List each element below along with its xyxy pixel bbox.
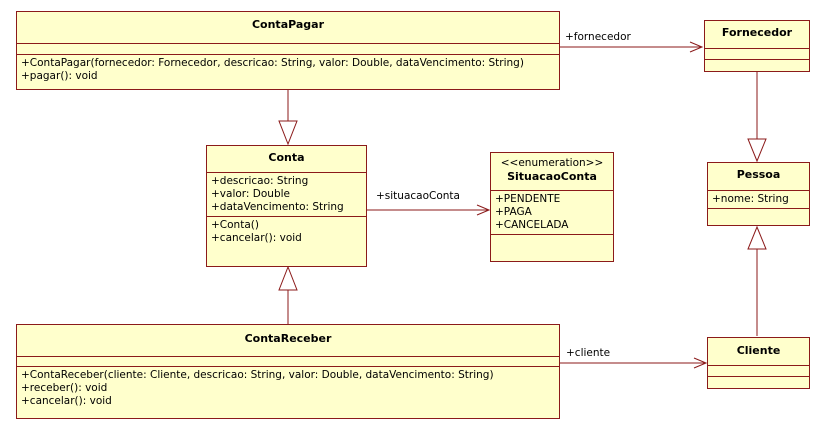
enum-literal-cancelada: +CANCELADA <box>495 219 569 231</box>
attribute-valor: +valor: Double <box>211 188 291 200</box>
enum-name-situacaoconta: SituacaoConta <box>507 170 597 183</box>
operation-cancelar-contareceber: +cancelar(): void <box>21 395 112 407</box>
operation-conta-constructor: +Conta() <box>211 219 259 231</box>
class-contapagar[interactable]: ContaPagar +ContaPagar(fornecedor: Forne… <box>16 11 560 90</box>
attribute-datavencimento: +dataVencimento: String <box>211 201 344 213</box>
class-pessoa[interactable]: Pessoa +nome: String <box>707 162 810 226</box>
enum-stereotype: <<enumeration>> <box>500 157 604 169</box>
operations-compartment-conta: +Conta() +cancelar(): void <box>207 217 366 247</box>
class-name-fornecedor: Fornecedor <box>705 21 809 49</box>
class-contareceber[interactable]: ContaReceber +ContaReceber(cliente: Clie… <box>16 324 560 419</box>
generalization-arrowhead-contareceber-conta <box>278 265 298 291</box>
attributes-compartment-conta: +descricao: String +valor: Double +dataV… <box>207 173 366 217</box>
attributes-compartment-contareceber <box>17 357 559 367</box>
operations-compartment-cliente <box>708 377 809 387</box>
association-label-situacaoconta: +situacaoConta <box>376 190 460 202</box>
enum-literal-paga: +PAGA <box>495 206 532 218</box>
generalization-arrowhead-fornecedor-pessoa <box>747 138 767 163</box>
attribute-nome: +nome: String <box>712 193 789 205</box>
association-label-cliente: +cliente <box>566 347 611 359</box>
operation-contareceber-constructor: +ContaReceber(cliente: Cliente, descrica… <box>21 369 494 381</box>
operations-compartment-contareceber: +ContaReceber(cliente: Cliente, descrica… <box>17 367 559 410</box>
attributes-compartment-fornecedor <box>705 49 809 60</box>
operations-compartment-pessoa <box>708 209 809 218</box>
attributes-compartment-cliente <box>708 366 809 377</box>
enum-literals-compartment: +PENDENTE +PAGA +CANCELADA <box>491 191 613 235</box>
class-fornecedor[interactable]: Fornecedor <box>704 20 810 72</box>
attribute-descricao: +descricao: String <box>211 175 309 187</box>
class-conta[interactable]: Conta +descricao: String +valor: Double … <box>206 145 367 267</box>
enum-situacaoconta[interactable]: <<enumeration>> SituacaoConta +PENDENTE … <box>490 152 614 262</box>
operations-compartment-contapagar: +ContaPagar(fornecedor: Fornecedor, desc… <box>17 55 559 85</box>
operation-pagar: +pagar(): void <box>21 70 98 82</box>
enum-operations-compartment <box>491 235 613 245</box>
attributes-compartment-contapagar <box>17 44 559 55</box>
association-arrowhead-fornecedor <box>689 41 704 53</box>
enum-header-situacaoconta: <<enumeration>> SituacaoConta <box>491 153 613 191</box>
class-name-pessoa: Pessoa <box>708 163 809 191</box>
generalization-arrowhead-cliente-pessoa <box>747 225 767 250</box>
operation-contapagar-constructor: +ContaPagar(fornecedor: Fornecedor, desc… <box>21 57 524 69</box>
operation-cancelar: +cancelar(): void <box>211 232 302 244</box>
generalization-arrowhead-contapagar-conta <box>278 120 298 146</box>
association-arrowhead-situacaoconta <box>476 204 491 216</box>
class-name-contareceber: ContaReceber <box>17 325 559 357</box>
class-name-contapagar: ContaPagar <box>17 12 559 44</box>
operation-receber: +receber(): void <box>21 382 108 394</box>
class-name-conta: Conta <box>207 146 366 173</box>
association-label-fornecedor: +fornecedor <box>565 31 631 43</box>
association-arrowhead-cliente <box>693 357 708 369</box>
enum-literal-pendente: +PENDENTE <box>495 193 561 205</box>
operations-compartment-fornecedor <box>705 60 809 70</box>
class-cliente[interactable]: Cliente <box>707 337 810 389</box>
class-name-cliente: Cliente <box>708 338 809 366</box>
attributes-compartment-pessoa: +nome: String <box>708 191 809 209</box>
